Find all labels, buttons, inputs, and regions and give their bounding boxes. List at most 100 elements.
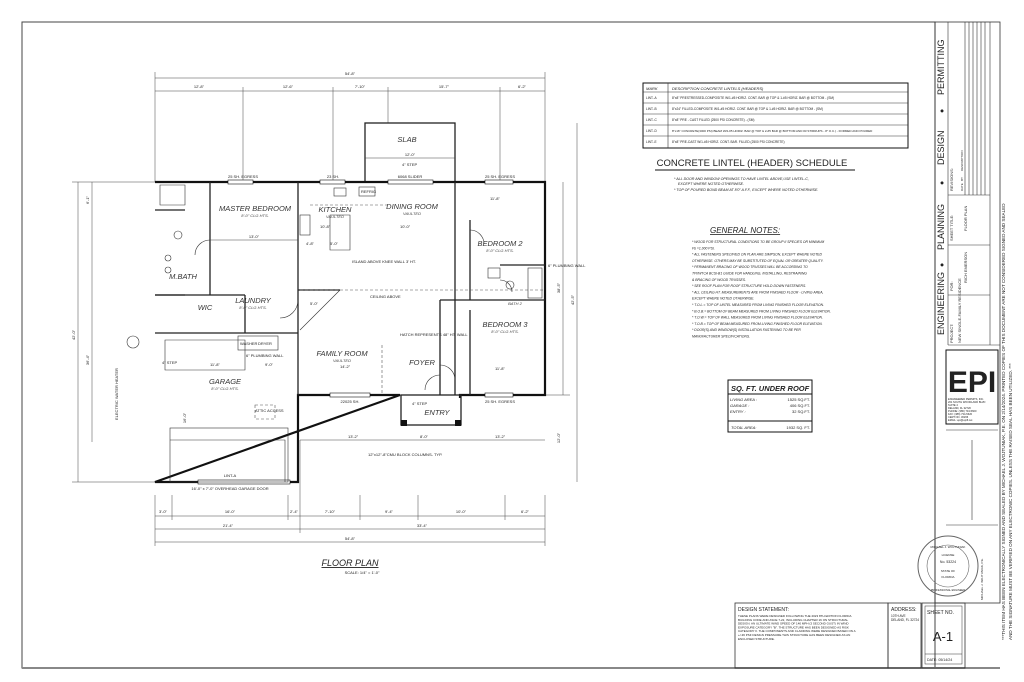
note: HATCH REPRESENTS 48" HT. WALL	[400, 332, 468, 337]
note: LINT-A	[224, 473, 237, 478]
lintel-mark: LINT.-E	[646, 140, 657, 144]
room-dim: 13'-0"	[249, 234, 260, 239]
disclaimer-line: ***THIS ITEM HAS BEEN ELECTRONICALLY SIG…	[1001, 203, 1006, 640]
slab-dim: 12'-0"	[405, 152, 416, 157]
banner-item: DESIGN	[936, 130, 946, 165]
sqft-table: SQ. FT. UNDER ROOF LIVING AREA : 1525 SQ…	[727, 379, 813, 433]
window-note: 23 SH.	[327, 174, 339, 179]
address-line: DELAND, FL 32724	[891, 618, 919, 622]
room-label-bedroom-2: BEDROOM 2	[477, 239, 523, 248]
lintel-rows: LINT.-A 8"x8" PRESTRESSED-COMPOSITE W/1-…	[646, 96, 873, 144]
general-note-line: * SEE ROOF PLAN FOR ROOF STRUCTURE HOLD …	[692, 284, 806, 288]
room-sub: VAULTED	[326, 214, 344, 219]
address-title: ADDRESS:	[891, 607, 917, 613]
sheet-number: A-1	[933, 629, 953, 644]
lintel-mark: LINT.-C	[646, 118, 657, 122]
design-statement-line: BUILDING CODE AND ASCE 7-22, INCLUDING C…	[738, 618, 849, 622]
room-dim: 14'-2"	[340, 364, 351, 369]
interior-walls	[155, 182, 545, 483]
room-dim: 13'-2"	[348, 434, 359, 439]
sqft-value: 32 SQ.FT.	[792, 409, 810, 414]
right-dimensions: 38'-5" 42'-5" 12'-0"	[545, 123, 578, 482]
note: 12"x12"-8"CMU BLOCK COLUMNS- TYP.	[368, 452, 442, 457]
general-note-line: * ALL CEILING HT. MEASUREMENTS ARE FROM …	[692, 290, 824, 294]
room-dim: 11'-8"	[495, 366, 505, 371]
banner: ENGINEERING ● PLANNING ● DESIGN ● PERMIT…	[936, 40, 946, 336]
window-note: 25 SH. EGRESS	[485, 399, 515, 404]
sheet-title-label: SHEET TITLE:	[949, 215, 954, 241]
company-info-line: DELAND, FL 32720	[948, 406, 971, 410]
for-label: FOR:	[949, 281, 954, 291]
dim-bottom: 10'-0"	[456, 509, 467, 514]
lintel-desc: 8"x16" CONCRETE(3000 PSI) BEAM W/2-#5 HO…	[672, 129, 873, 133]
company-info-line: CERT NO. 30266	[948, 415, 969, 419]
sheet-title-value: FLOOR PLAN	[963, 206, 968, 231]
doors	[194, 229, 513, 391]
banner-item: PLANNING	[936, 204, 946, 250]
note: CEILING ABOVE	[370, 294, 401, 299]
dim-top-overall: 54'-8"	[345, 71, 356, 76]
room-dim: 8'-0"	[420, 434, 429, 439]
seal-text: MICHAEL J. WOJTUNIAK	[931, 545, 966, 549]
floor-plan: 54'-8" 12'-8" 12'-6" 7'-10" 15'-7" 6'-2"…	[71, 71, 586, 575]
room-label-entry: ENTRY	[424, 408, 450, 417]
lintel-title: CONCRETE LINTEL (HEADER) SCHEDULE	[657, 158, 848, 169]
svg-text:●: ●	[939, 263, 946, 267]
room-dim: 10'-0"	[400, 224, 411, 229]
address-block: ADDRESS: 10TH AVE DELAND, FL 32724	[887, 602, 922, 669]
top-dimensions: 54'-8" 12'-8" 12'-6" 7'-10" 15'-7" 6'-2"	[154, 71, 546, 182]
lintel-mark: LINT.-A	[646, 96, 657, 100]
room-sub: 8'-0" CLG HTS.	[211, 386, 239, 391]
company-info-line: EMAIL: epi@epifl.net	[948, 418, 973, 422]
note: REFRIG	[361, 189, 376, 194]
lintel-desc: 8"x24" FILLED-COMPOSITE W/1-#5 HORIZ. CO…	[672, 107, 823, 111]
general-note-line: MANUFACTURER SPECIFICATIONS.	[692, 335, 750, 339]
lintel-desc: 8"x8" PRESTRESSED-COMPOSITE W/1-#5 HORIZ…	[672, 96, 834, 100]
sheet-number-block: SHEET NO. A-1 DATE: 05/14/24	[921, 602, 966, 669]
revision-grid	[964, 22, 986, 195]
for-value: RICH EMERSON	[963, 252, 968, 283]
lintel-note: EXCEPT WHERE NOTED OTHERWISE.	[678, 182, 744, 186]
slider-note: 6068 SLIDER	[398, 174, 423, 179]
company-info-line: SUITE 4	[948, 403, 958, 407]
sheet-label: SHEET NO.	[927, 610, 954, 616]
fixtures	[126, 186, 543, 349]
room-dim: 13'-2"	[495, 434, 506, 439]
company-info-line: FAX: (386) 734-5620	[948, 412, 973, 416]
lintel-note: * ALL DOOR AND WINDOW OPENINGS TO HAVE L…	[674, 177, 809, 181]
left-dimensions: 42'-0" 36'-4" 6'-1" 16'-0"	[71, 181, 187, 483]
general-note-line: * T.O.B.= TOP OF BEAM MEASURED FROM LIVI…	[692, 322, 823, 326]
svg-text:●: ●	[939, 181, 946, 185]
design-statement-line: ENCLOSED STRUCTURE.	[738, 637, 775, 641]
note: 6" PLUMBING WALL	[548, 263, 586, 268]
general-note-line: & BRACING OF WOOD TRUSSES.	[692, 278, 746, 282]
seal-text: PROFESSIONAL ENGINEER	[931, 588, 965, 592]
revisions-label: REVISIONS:	[949, 168, 954, 191]
window-note: 22025 SH.	[341, 399, 360, 404]
disclaimer-line: AND THE SIGNATURE MUST BE VERIFIED ON AN…	[1008, 363, 1013, 640]
sqft-total-label: TOTAL AREA:	[731, 425, 756, 430]
seal-text: No. 53224	[940, 560, 956, 564]
design-statement: DESIGN STATEMENT: THESE PLANS WERE DESIG…	[734, 602, 889, 669]
windows	[197, 179, 514, 485]
note: 16'-0" x 7'-0" OVERHEAD GARAGE DOOR	[191, 486, 268, 491]
dim-left: 6'-1"	[85, 195, 90, 204]
room-dim: 11'-8"	[210, 362, 220, 367]
general-note-line: OTHERWISE. OTHERS MAY BE SUBSTITUTED OF …	[692, 259, 824, 263]
room-label-laundry: LAUNDRY	[235, 296, 272, 305]
dim-bottom: 33'-4"	[417, 523, 428, 528]
sqft-title: SQ. FT. UNDER ROOF	[731, 384, 810, 393]
company-logo: EPI ENGINEERED PERMITS, INC.201 SOUTH WO…	[945, 349, 999, 425]
sqft-value: 1525 SQ.FT.	[788, 397, 810, 402]
room-sub: VAULTED	[333, 358, 351, 363]
room-dim: 11'-8"	[490, 196, 500, 201]
lintel-mark: LINT.-B	[646, 107, 657, 111]
general-note-line: * WOOD FOR STRUCTURAL CONDITIONS TO BE G…	[692, 240, 824, 244]
dim-right: 42'-5"	[570, 294, 575, 305]
room-dim: 9'-0"	[265, 362, 274, 367]
room-sub: 8'-0" CLG HTS.	[486, 248, 514, 253]
seal-text: LICENSE	[942, 553, 955, 557]
note: 4" STEP	[412, 401, 428, 406]
room-sub: 8'-0" CLG HTS.	[241, 213, 269, 218]
